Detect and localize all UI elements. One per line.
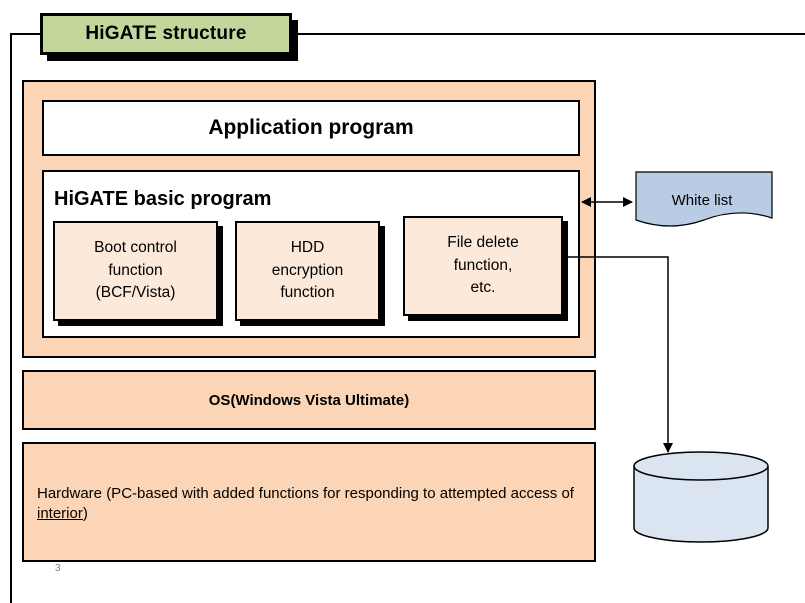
storage-cylinder-icon [633, 451, 769, 543]
application-program-box: Application program [42, 100, 580, 156]
function-line: (BCF/Vista) [95, 284, 176, 302]
function-line: Boot control [94, 239, 177, 257]
function-line: function [280, 284, 335, 302]
storage-connector [565, 256, 673, 453]
page-number: 3 [55, 563, 61, 574]
interior-link[interactable]: interior [37, 504, 83, 522]
hardware-box: Hardware (PC-based with added functions … [22, 442, 596, 562]
white-list-label: White list [671, 191, 733, 209]
hdd-encryption-function-box: HDD encryption function [235, 221, 385, 326]
hardware-text-end: ) [82, 504, 88, 522]
function-line: encryption [271, 261, 344, 279]
function-line: etc. [470, 279, 496, 297]
os-box: OS(Windows Vista Ultimate) [22, 370, 596, 430]
hardware-text: Hardware (PC-based with added functions … [37, 485, 574, 502]
function-line: function, [453, 256, 513, 274]
white-list-shape [635, 171, 773, 227]
basic-program-title: HiGATE basic program [54, 188, 272, 210]
function-line: HDD [290, 239, 325, 257]
function-line: function [108, 261, 163, 279]
file-delete-function-box: File delete function, etc. [403, 216, 568, 321]
function-line: File delete [447, 234, 519, 252]
frame-left-line [10, 33, 12, 603]
frame-top-line [10, 33, 805, 35]
boot-control-function-box: Boot control function (BCF/Vista) [53, 221, 223, 326]
